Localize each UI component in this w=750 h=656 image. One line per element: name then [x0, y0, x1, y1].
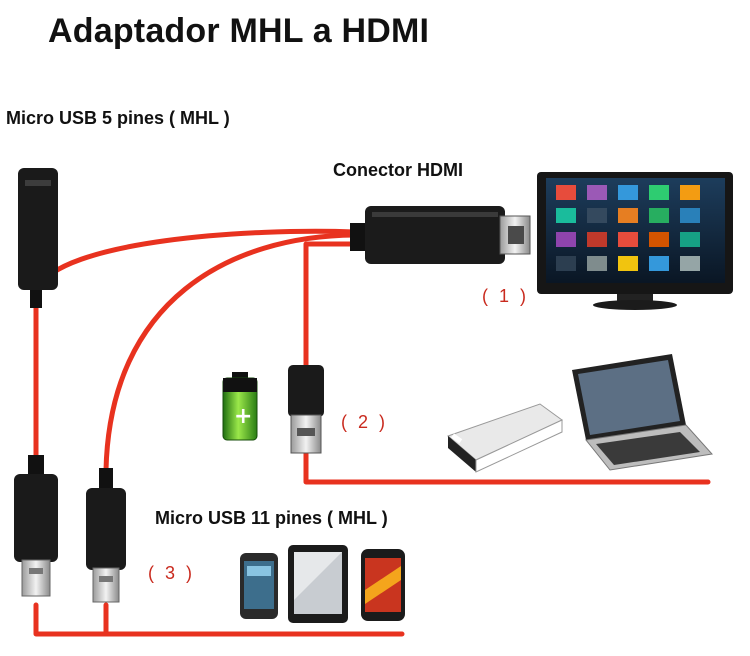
cable-bottom-return — [33, 602, 405, 637]
cable-micro-usb-11 — [103, 232, 358, 473]
micro-usb-5-plug — [14, 455, 58, 597]
svg-text:+: + — [234, 404, 252, 429]
micro-usb-11-label: Micro USB 11 pines ( MHL ) — [155, 508, 388, 528]
micro-usb-5-label: Micro USB 5 pines ( MHL ) — [6, 108, 230, 128]
usb-power-plug — [288, 365, 324, 454]
marker-2: ( 2 ) — [341, 412, 389, 432]
hdmi-connector — [350, 206, 531, 264]
tablet-icon — [288, 545, 348, 623]
cable-power-return — [303, 449, 711, 485]
marker-1: ( 1 ) — [482, 286, 530, 306]
tv-icon — [537, 172, 733, 310]
cable-usb-power — [303, 241, 358, 368]
power-bank-icon — [447, 403, 563, 473]
marker-3: ( 3 ) — [148, 563, 196, 583]
battery-icon: + — [222, 372, 258, 441]
micro-usb-5-female-connector — [18, 168, 58, 308]
smartphone-icon — [240, 553, 278, 619]
hdmi-connector-label: Conector HDMI — [333, 160, 463, 180]
laptop-icon — [572, 354, 713, 471]
page-title: Adaptador MHL a HDMI — [48, 12, 430, 50]
smartphone-icon — [361, 549, 405, 621]
micro-usb-11-plug — [86, 468, 126, 603]
